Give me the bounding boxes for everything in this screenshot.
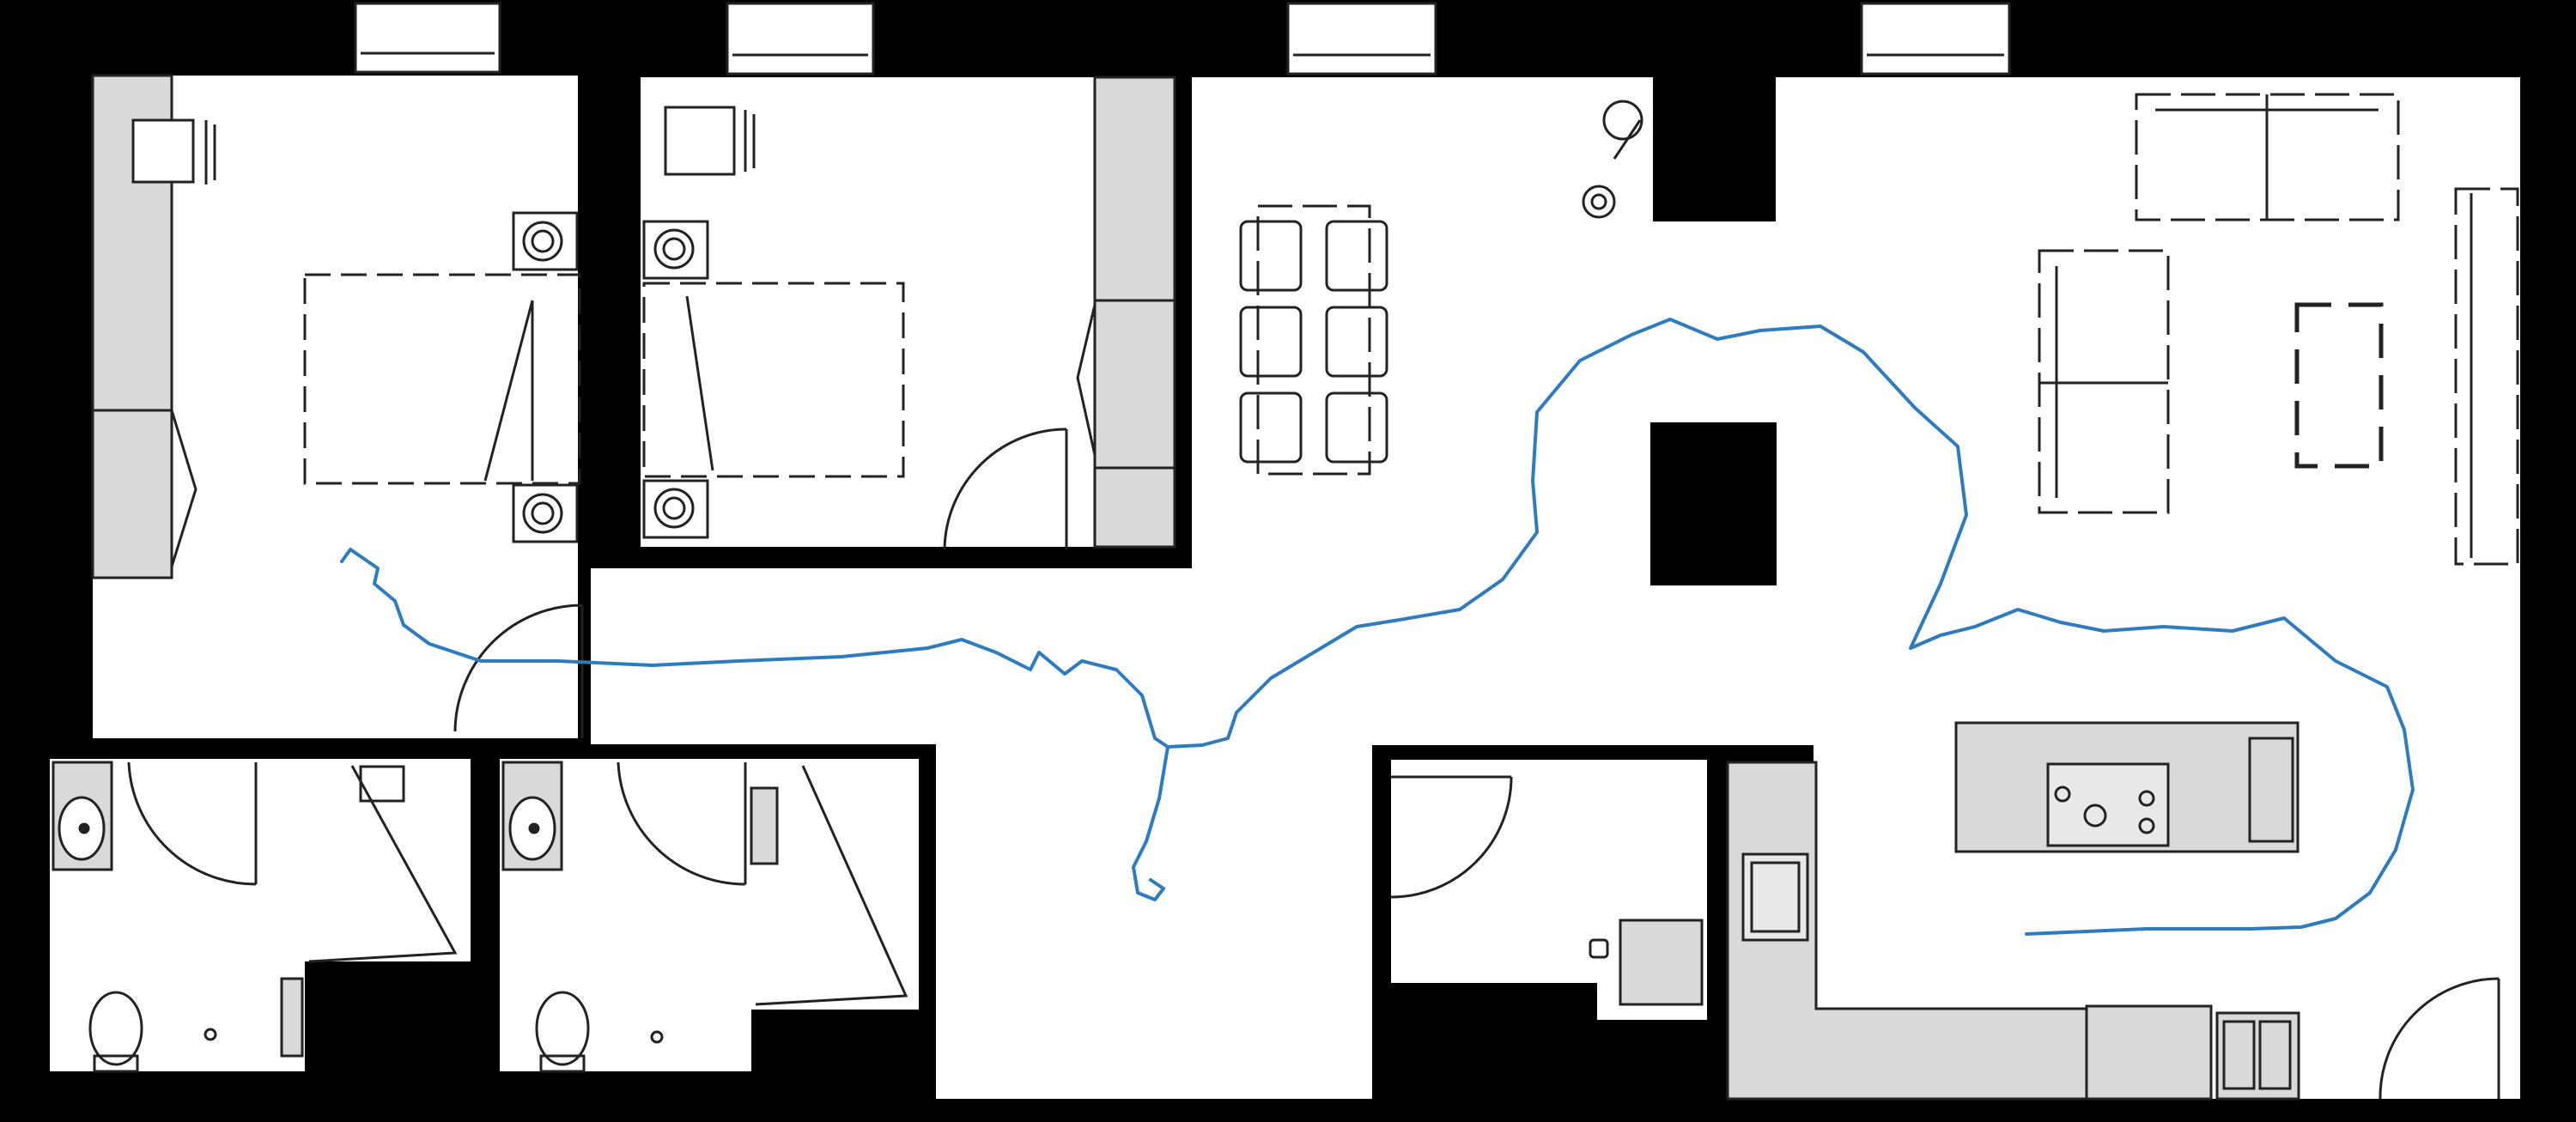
bathroom-1-floor [50, 759, 471, 1071]
desk-chair-2 [664, 106, 736, 176]
windows [354, 2, 2011, 76]
living-room [2038, 93, 2519, 566]
door-bathroom-2 [617, 761, 746, 886]
nightstand-3 [642, 220, 709, 280]
sink [1741, 852, 1809, 942]
bathroom-2-floor [500, 759, 919, 1071]
oven [2215, 1011, 2300, 1101]
nightstand-2 [512, 483, 579, 543]
kitchen-island [1954, 721, 2300, 853]
window-4 [1860, 2, 2011, 76]
bathroom-1 [52, 761, 458, 1073]
door-bedroom-2 [943, 428, 1067, 550]
floor-lamp [1582, 100, 1643, 219]
bed-2 [642, 282, 905, 478]
nightstand-4 [642, 479, 709, 539]
utility-room [1390, 775, 1704, 1006]
door-bedroom-1 [453, 603, 583, 732]
hall-floor [592, 568, 953, 744]
window-1 [354, 2, 501, 74]
door-bathroom-1 [127, 761, 257, 886]
fridge [2085, 1004, 2213, 1101]
bedroom-1 [91, 74, 584, 738]
bedroom-1-floor [93, 76, 578, 738]
desk-chair-1 [131, 118, 195, 184]
bed-1 [303, 273, 581, 485]
tv-unit [2454, 187, 2519, 566]
column [1650, 422, 1777, 585]
toilet-2 [535, 991, 590, 1066]
door-entrance [2379, 977, 2500, 1100]
door-utility [1390, 776, 1513, 899]
window-sills [361, 52, 2004, 57]
toilet-1 [88, 991, 143, 1066]
kitchen-counters [1726, 761, 2500, 1101]
bathroom-2 [501, 761, 908, 1073]
coffee-table [2294, 302, 2384, 469]
floor-areas [50, 76, 2520, 1099]
trajectory-path [340, 318, 2415, 936]
trajectory-branch [1132, 745, 1170, 901]
window-2 [726, 2, 875, 76]
dining-table [1239, 204, 1388, 476]
bedroom-2 [642, 76, 1176, 550]
wardrobe-2 [1093, 76, 1176, 549]
nightstand-1 [512, 211, 579, 271]
washing-machine [1619, 919, 1704, 1006]
window-3 [1286, 2, 1437, 76]
